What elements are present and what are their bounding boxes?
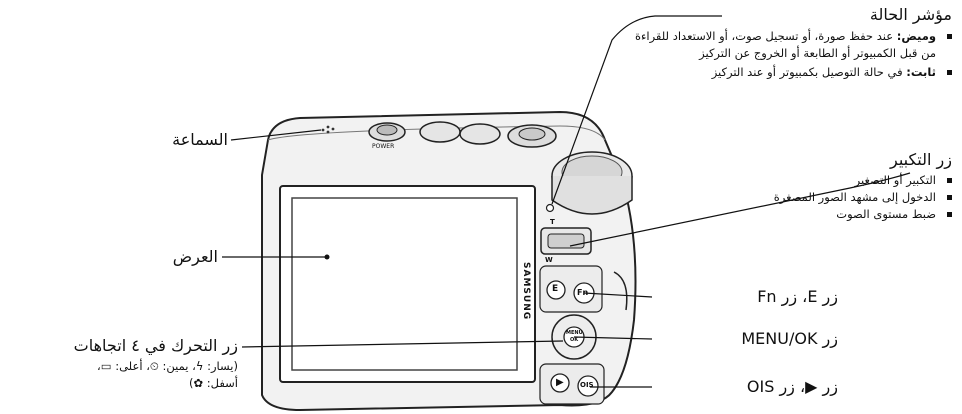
status-indicator-block: مؤشر الحالة وميض: عند حفظ صورة، أو تسجيل…: [634, 5, 952, 81]
zoom-w-label: W: [545, 256, 553, 264]
status-blink-desc: عند حفظ صورة، أو تسجيل صوت، أو الاستعداد…: [634, 29, 936, 60]
menu-label: MENU: [566, 330, 583, 336]
play-ois-label: زر ▶، زر OIS: [746, 377, 838, 396]
e-fn-label: زر E، زر Fn: [757, 287, 838, 306]
mode-button-1: [419, 121, 461, 143]
lcd-screen: [291, 197, 518, 371]
play-button: [550, 373, 570, 393]
nav-button-desc-2: أسفل: ✿): [188, 376, 238, 390]
speaker-label: السماعة: [172, 130, 228, 149]
status-blink-item: وميض: عند حفظ صورة، أو تسجيل صوت، أو الا…: [634, 28, 952, 62]
fn-label: Fn: [577, 288, 589, 297]
zoom-item: الدخول إلى مشهد الصور المصغرة: [700, 189, 952, 206]
e-label: E: [552, 284, 559, 294]
play-icon: ▶: [556, 377, 564, 388]
status-indicator-title: مؤشر الحالة: [869, 5, 952, 24]
zoom-item: التكبير أو التصغير: [700, 172, 952, 189]
nav-button-title: زر التحرك في ٤ اتجاهات: [73, 336, 238, 355]
display-label: العرض: [172, 247, 218, 266]
ois-button: [577, 375, 599, 397]
status-steady-item: ثابت: في حالة التوصيل بكمبيوتر أو عند ال…: [634, 64, 952, 81]
power-label: POWER: [372, 143, 395, 150]
menu-ok-label: زر MENU/OK: [741, 329, 838, 348]
ois-label: OIS: [580, 381, 594, 389]
speaker-holes: [321, 125, 335, 134]
status-steady-term: ثابت:: [906, 65, 936, 79]
zoom-item: ضبط مستوى الصوت: [700, 206, 952, 223]
status-steady-desc: في حالة التوصيل بكمبيوتر أو عند التركيز: [711, 65, 907, 79]
brand-label: SAMSUNG: [521, 262, 531, 321]
nav-button-block: زر التحرك في ٤ اتجاهات (يسار: ϟ، يمين: ⏲…: [20, 336, 238, 392]
e-button: [546, 280, 566, 300]
nav-button-desc-1: (يسار: ϟ، يمين: ⏲، أعلى: ▭،: [96, 359, 238, 373]
status-blink-term: وميض:: [896, 29, 936, 43]
zoom-t-label: T: [550, 218, 555, 226]
ok-label: OK: [570, 337, 579, 343]
status-led: [545, 203, 555, 213]
zoom-button-block: زر التكبير التكبير أو التصغير الدخول إلى…: [700, 150, 952, 223]
mode-button-2: [459, 123, 501, 145]
zoom-button-title: زر التكبير: [889, 150, 952, 169]
